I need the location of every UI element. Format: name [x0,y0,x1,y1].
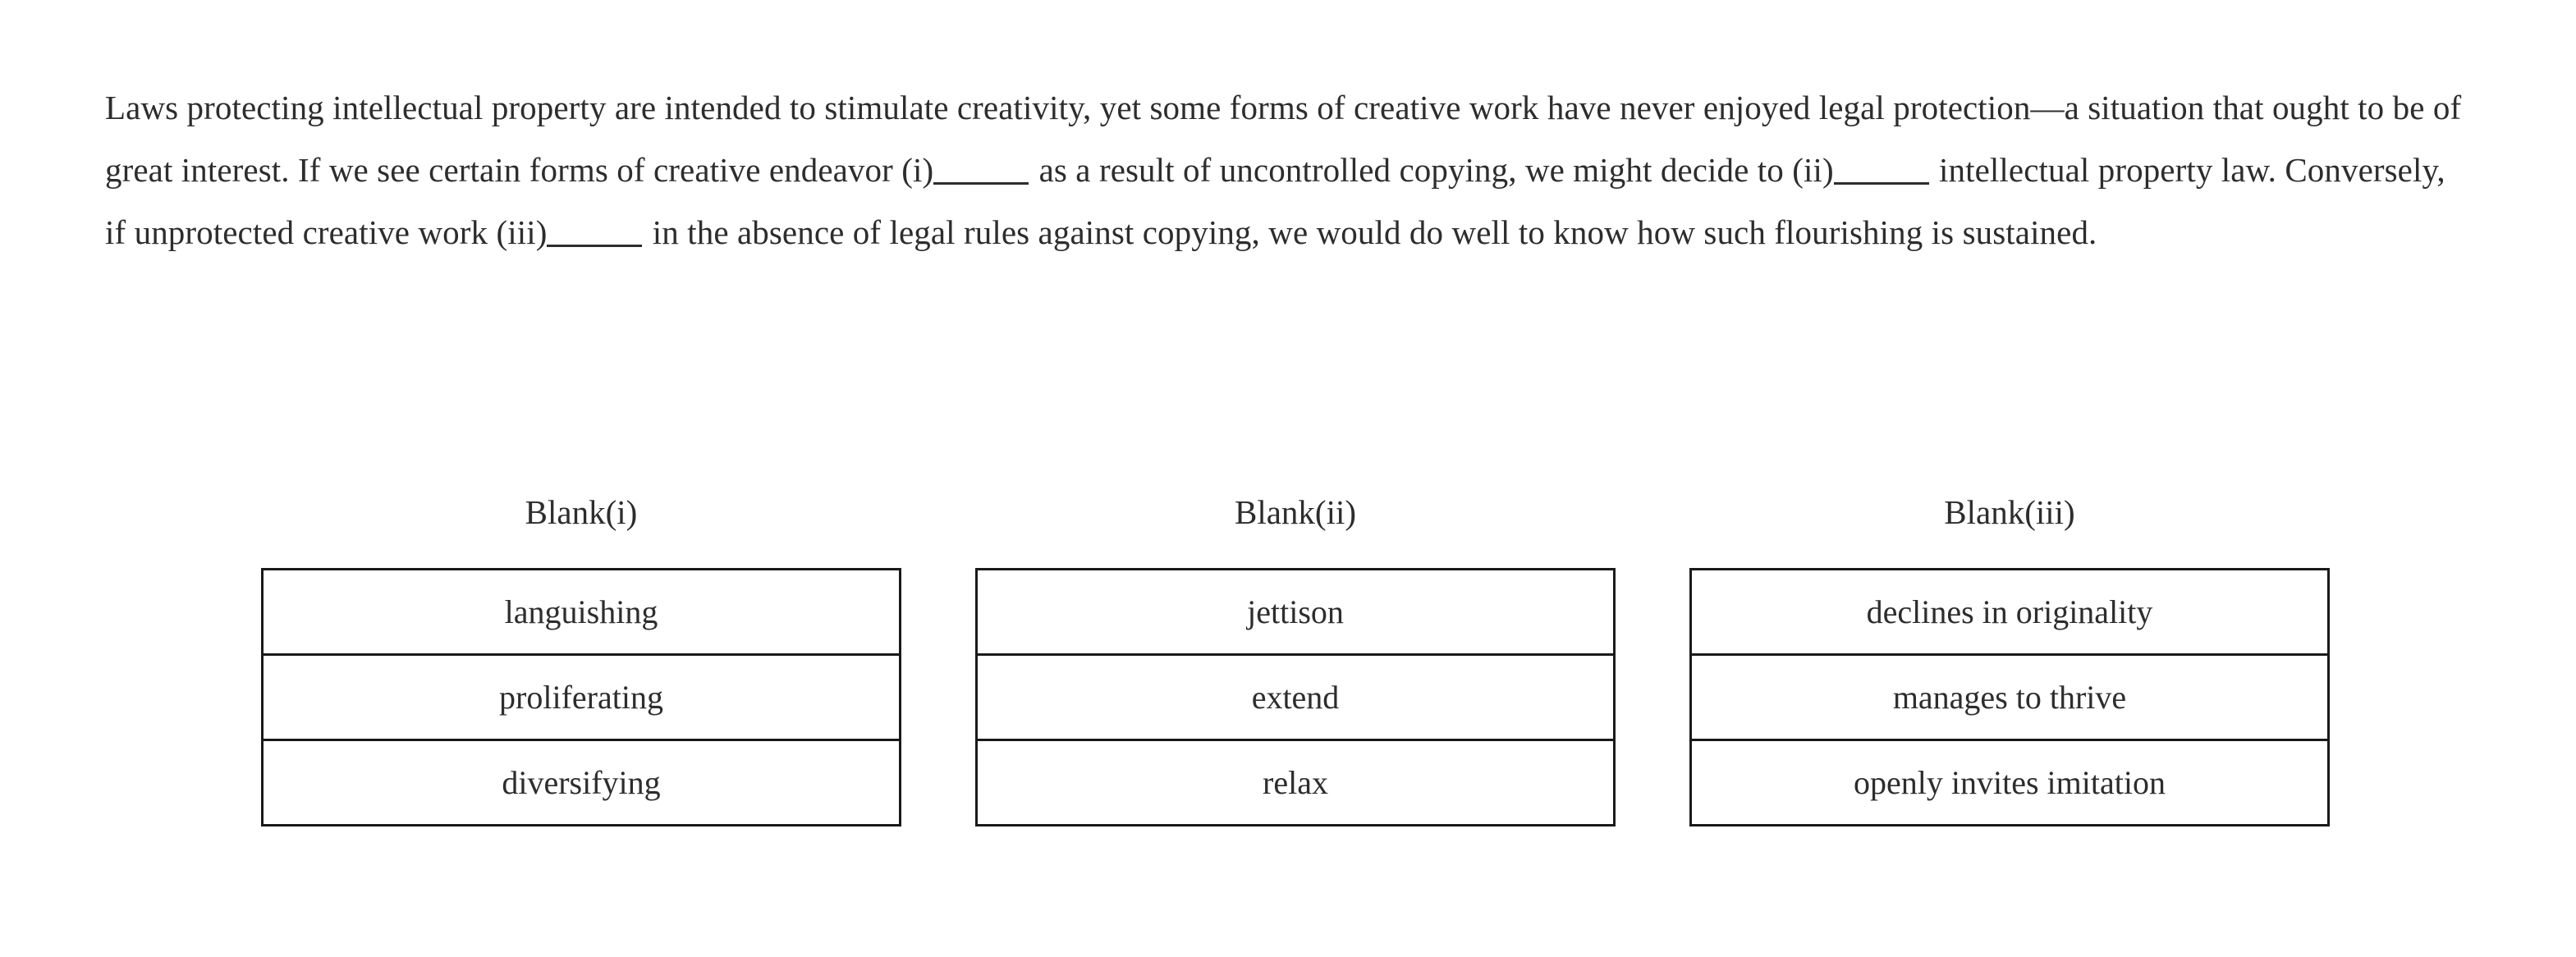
blank-i-column: Blank(i) languishing proliferating diver… [261,492,901,826]
table-row: relax [975,739,1616,826]
option-blank-ii-1[interactable]: jettison [975,568,1616,656]
passage-segment-1: Laws protecting intellectual property ar… [105,89,2462,189]
passage-text: Laws protecting intellectual property ar… [105,76,2466,263]
option-blank-iii-1[interactable]: declines in originality [1689,568,2330,656]
option-blank-i-1[interactable]: languishing [261,568,901,656]
table-row: manages to thrive [1689,653,2330,741]
option-blank-ii-2[interactable]: extend [975,653,1616,741]
table-row: languishing [261,568,901,656]
option-blank-i-2[interactable]: proliferating [261,653,901,741]
option-blank-ii-3[interactable]: relax [975,739,1616,826]
table-row: proliferating [261,653,901,741]
blank-iii-column: Blank(iii) declines in originality manag… [1689,492,2330,826]
passage-segment-2: as a result of uncontrolled copying, we … [1030,151,1834,189]
blank-iii-option-table: declines in originality manages to thriv… [1689,568,2330,826]
table-row: diversifying [261,739,901,826]
blank-ii-rule [1833,160,1929,185]
blank-ii-option-table: jettison extend relax [975,568,1616,826]
option-blank-i-3[interactable]: diversifying [261,739,901,826]
table-row: openly invites imitation [1689,739,2330,826]
blank-i-option-table: languishing proliferating diversifying [261,568,901,826]
option-blank-iii-2[interactable]: manages to thrive [1689,653,2330,741]
blank-iii-heading: Blank(iii) [1944,493,2075,531]
passage-segment-3: intellectual property law. Conversely, i… [105,151,2445,251]
answer-choices-area: Blank(i) languishing proliferating diver… [0,492,2576,886]
blank-i-rule [933,160,1029,185]
passage-segment-4: in the absence of legal rules against co… [644,213,2097,251]
option-blank-iii-3[interactable]: openly invites imitation [1689,739,2330,826]
blank-ii-column: Blank(ii) jettison extend relax [975,492,1616,826]
blank-i-heading: Blank(i) [525,493,638,531]
blank-iii-rule [547,222,643,247]
table-row: extend [975,653,1616,741]
table-row: declines in originality [1689,568,2330,656]
table-row: jettison [975,568,1616,656]
blank-ii-heading: Blank(ii) [1234,493,1357,531]
